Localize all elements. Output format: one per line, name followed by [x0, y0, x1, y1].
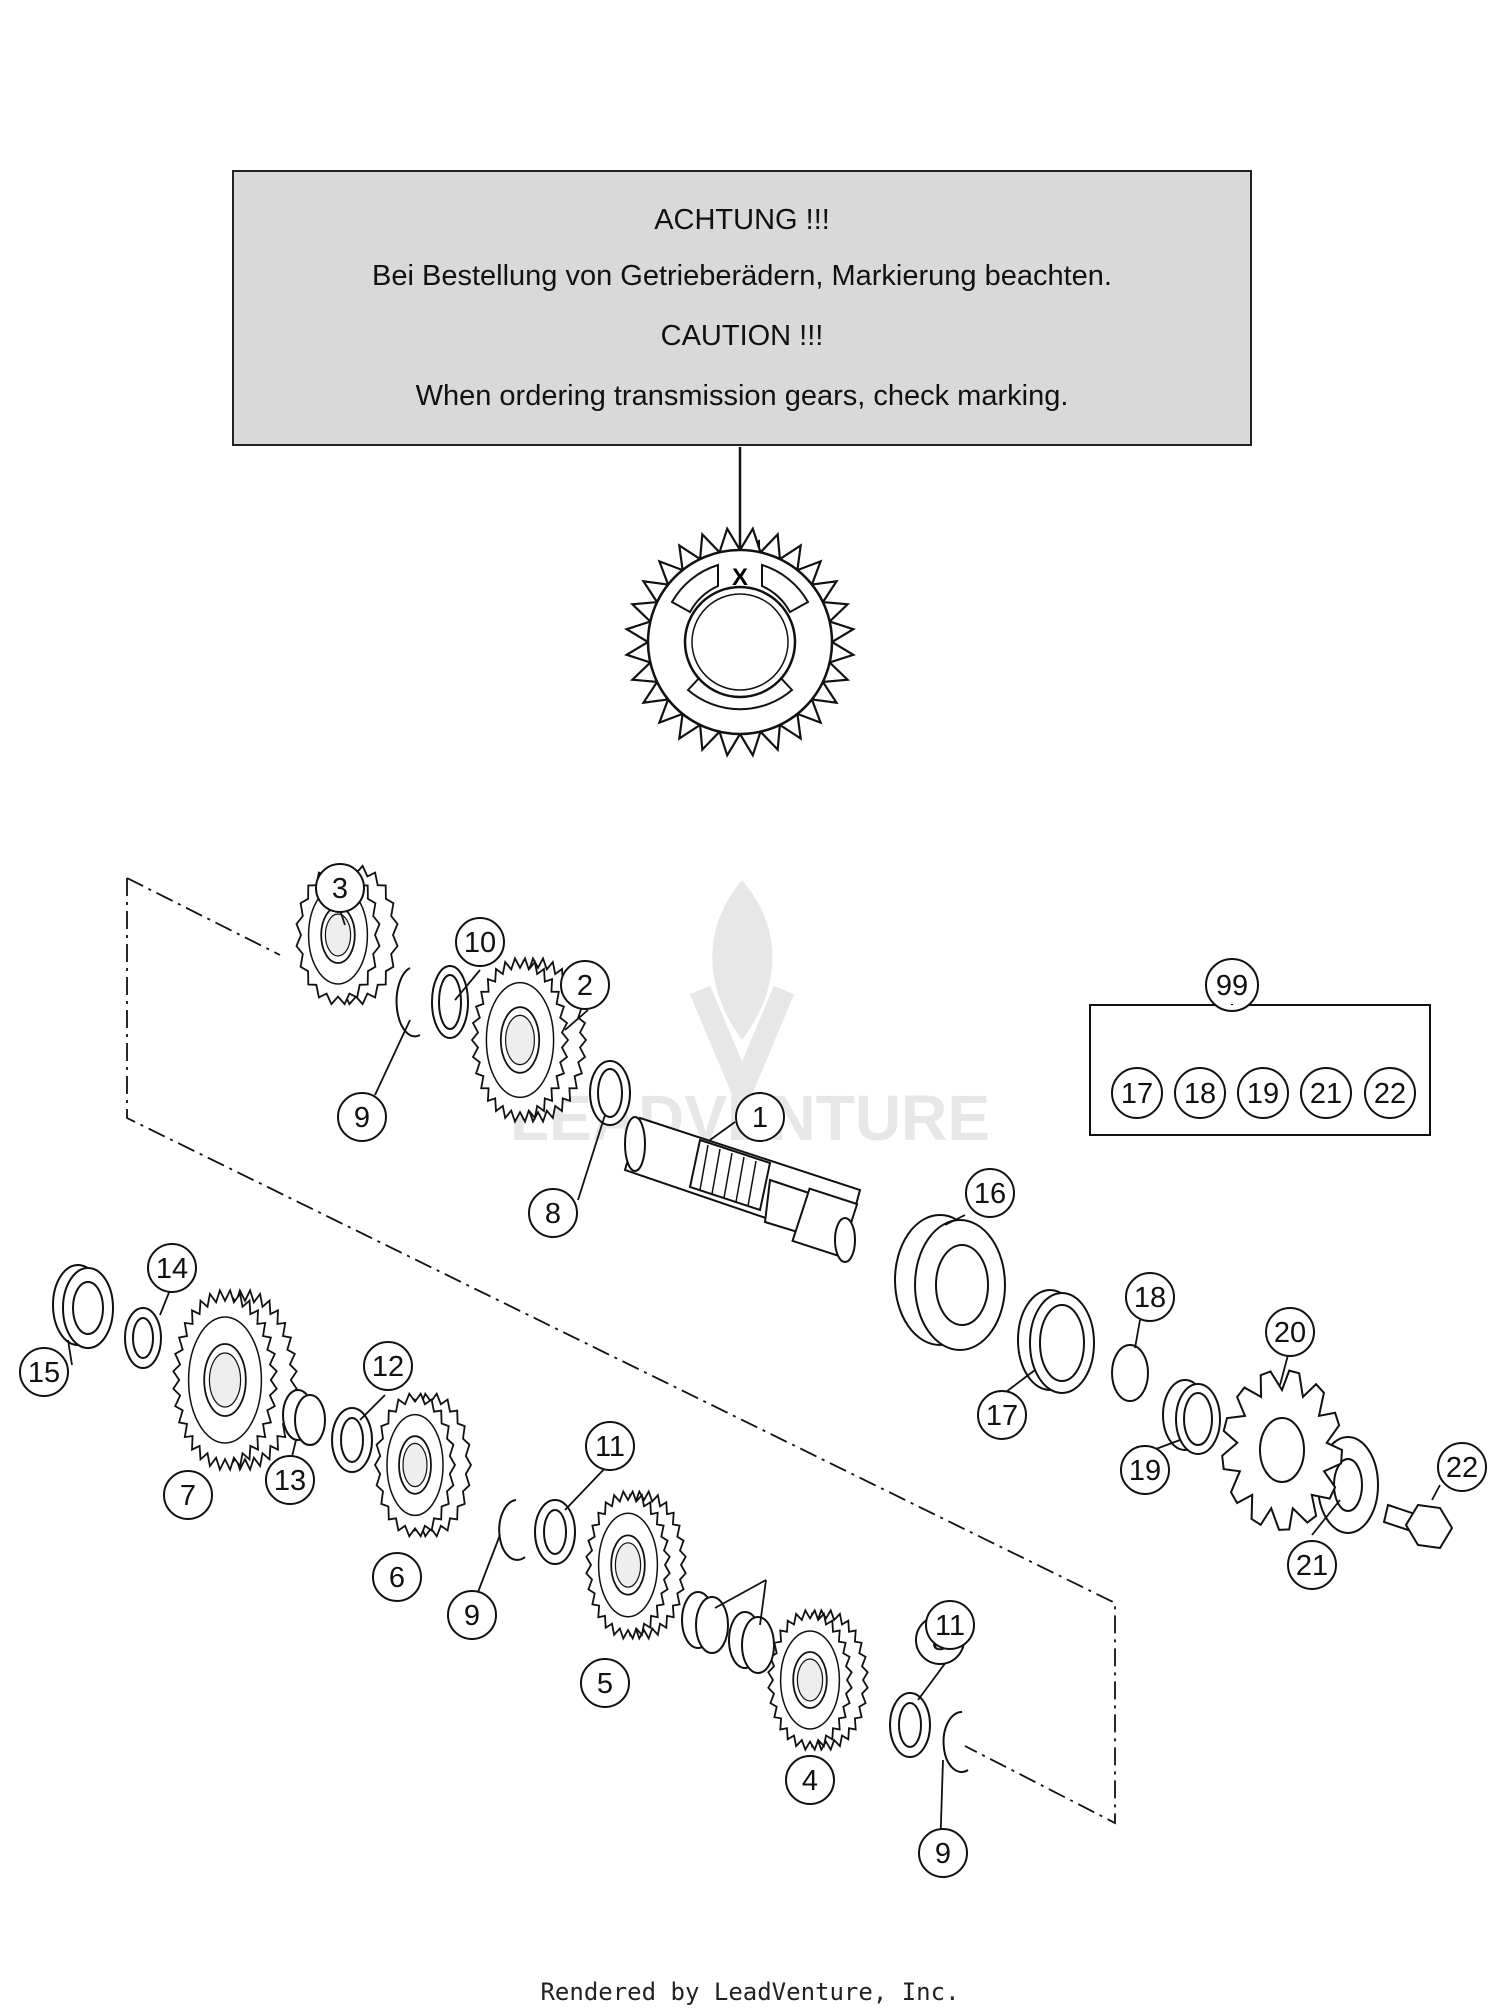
gear-part-5 — [585, 1489, 687, 1641]
callout-number: 12 — [372, 1351, 404, 1383]
callout-4: 4 — [785, 1755, 835, 1805]
callout-number: 18 — [1134, 1282, 1166, 1314]
callout-9: 9 — [447, 1590, 497, 1640]
callout-number: 1 — [752, 1102, 768, 1134]
o-ring-part-18 — [1111, 1344, 1149, 1402]
main-shaft — [623, 1116, 862, 1263]
parts-rings — [52, 965, 1454, 1773]
callout-1: 1 — [735, 1092, 785, 1142]
callout-number: 9 — [935, 1838, 951, 1870]
caution-box: ACHTUNG !!! Bei Bestellung von Getrieber… — [232, 170, 1252, 446]
callout-9: 9 — [337, 1092, 387, 1142]
kit-item-number: 21 — [1310, 1078, 1342, 1110]
callout-3: 3 — [315, 863, 365, 913]
callout-6: 6 — [372, 1552, 422, 1602]
callout-number: 22 — [1446, 1452, 1478, 1484]
callout-number: 3 — [332, 873, 348, 905]
callout-number: 7 — [180, 1480, 196, 1512]
callout-7: 7 — [163, 1470, 213, 1520]
caution-title-de: ACHTUNG !!! — [654, 204, 830, 236]
circlip-part-9b — [498, 1499, 526, 1561]
circlip-part-9c — [942, 1710, 969, 1773]
footer-credit: Rendered by LeadVenture, Inc. — [540, 1978, 960, 2006]
callout-20: 20 — [1265, 1307, 1315, 1357]
callout-number: 14 — [156, 1253, 188, 1285]
callout-number: 8 — [545, 1198, 561, 1230]
callout-5: 5 — [580, 1658, 630, 1708]
callout-number: 19 — [1129, 1455, 1161, 1487]
callout-number: 2 — [577, 970, 593, 1002]
bolt-part-22 — [1382, 1503, 1454, 1550]
callout-number: 11 — [595, 1431, 625, 1463]
gear-part-7 — [172, 1287, 298, 1473]
needle-bearing-part-13 — [282, 1389, 326, 1446]
marked-gear-detail: X — [624, 526, 856, 758]
callout-11: 11 — [585, 1421, 635, 1471]
callout-number: 9 — [464, 1600, 480, 1632]
kit-item-number: 22 — [1374, 1078, 1406, 1110]
assembly-outline — [126, 877, 1116, 1825]
callout-number: 21 — [1296, 1550, 1328, 1582]
callout-19: 19 — [1120, 1445, 1170, 1495]
callout-2: 2 — [560, 960, 610, 1010]
callout-8: 8 — [528, 1188, 578, 1238]
kit-item-number: 18 — [1184, 1078, 1216, 1110]
callout-16: 16 — [965, 1168, 1015, 1218]
gear-part-4 — [767, 1608, 869, 1752]
kit-number: 99 — [1216, 970, 1248, 1002]
kit-item-18: 18 — [1174, 1067, 1226, 1119]
kit-99-callout: 99 17 18 19 21 22 — [1111, 958, 1416, 1119]
callout-12: 12 — [363, 1341, 413, 1391]
callout-13: 13 — [265, 1455, 315, 1505]
caution-text-de: Bei Bestellung von Getrieberädern, Marki… — [372, 260, 1112, 292]
callout-18: 18 — [1125, 1272, 1175, 1322]
caution-text-en: When ordering transmission gears, check … — [415, 380, 1069, 412]
callout-17: 17 — [977, 1390, 1027, 1440]
gear-part-6 — [373, 1391, 473, 1539]
callout-number: 11 — [935, 1610, 965, 1642]
circlip-part-9a — [395, 967, 421, 1038]
gear-group — [172, 864, 869, 1752]
callout-14: 14 — [147, 1243, 197, 1293]
ball-bearing-part-16 — [894, 1214, 1006, 1351]
ball-bearing-part-15 — [52, 1264, 114, 1349]
sprocket-part-20 — [1221, 1369, 1344, 1531]
kit-item-22: 22 — [1364, 1067, 1416, 1119]
callout-9: 9 — [918, 1828, 968, 1878]
callout-number: 10 — [464, 927, 496, 959]
callout-number: 13 — [274, 1465, 306, 1497]
kit-item-21: 21 — [1300, 1067, 1352, 1119]
callout-group: 1234567889991011111213141516171819202122… — [19, 863, 1487, 1878]
caution-title-en: CAUTION !!! — [660, 320, 824, 352]
callout-15: 15 — [19, 1347, 69, 1397]
callout-number: 9 — [354, 1102, 370, 1134]
spacer-part-19 — [1162, 1379, 1221, 1455]
kit-item-19: 19 — [1237, 1067, 1289, 1119]
callout-number: 17 — [986, 1400, 1018, 1432]
callout-10: 10 — [455, 917, 505, 967]
kit-item-number: 19 — [1247, 1078, 1279, 1110]
kit-item-17: 17 — [1111, 1067, 1163, 1119]
needle-bearings-part-8b — [681, 1591, 775, 1674]
callout-number: 16 — [974, 1178, 1006, 1210]
callout-number: 5 — [597, 1668, 613, 1700]
callout-11: 11 — [925, 1600, 975, 1650]
callout-number: 6 — [389, 1562, 405, 1594]
callout-number: 15 — [28, 1357, 60, 1389]
gear-part-2 — [470, 956, 588, 1124]
callout-22: 22 — [1437, 1442, 1487, 1492]
callout-number: 20 — [1274, 1317, 1306, 1349]
kit-99-box — [1089, 1004, 1431, 1136]
callout-number: 4 — [802, 1765, 818, 1797]
kit-item-number: 17 — [1121, 1078, 1153, 1110]
callout-21: 21 — [1287, 1540, 1337, 1590]
seal-part-17 — [1017, 1289, 1095, 1394]
gear-marking-x: X — [732, 564, 748, 591]
